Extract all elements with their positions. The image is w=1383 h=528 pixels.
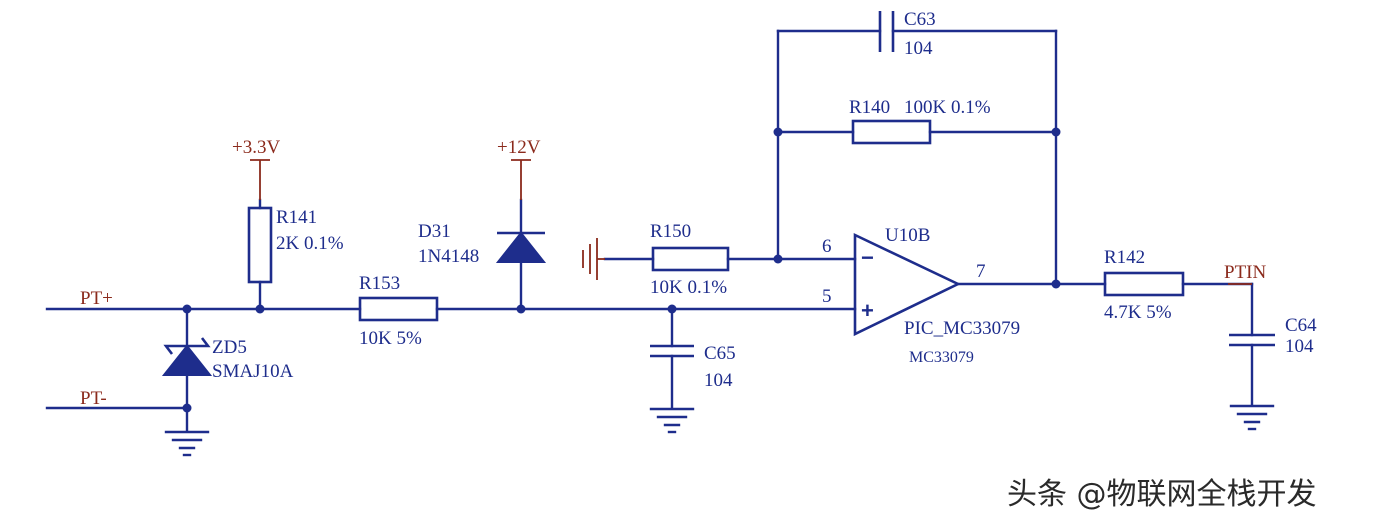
r140-value: 100K 0.1%: [904, 97, 991, 118]
c64-value: 104: [1285, 336, 1314, 357]
resistor-r153: R153 10K 5%: [358, 273, 439, 349]
net-ptin: PTIN: [1224, 262, 1267, 283]
zd5-ref: ZD5: [212, 337, 247, 358]
r150-value: 10K 0.1%: [650, 277, 727, 298]
net-12v: +12V: [497, 137, 541, 158]
resistor-r142: R142 4.7K 5%: [1103, 247, 1185, 323]
u10b-ref: U10B: [885, 225, 930, 246]
noninverting-input-sign: +: [861, 298, 874, 323]
c64-ref: C64: [1285, 315, 1317, 336]
capacitor-c64: C64 104: [1229, 315, 1317, 357]
r142-value: 4.7K 5%: [1104, 302, 1172, 323]
ground-c65: [649, 407, 695, 434]
r140-ref: R140: [849, 97, 890, 118]
c65-ref: C65: [704, 343, 736, 364]
capacitor-c63: C63 104: [878, 9, 936, 59]
diode-d31: D31 1N4148: [418, 221, 547, 267]
ground-r150: [582, 238, 605, 280]
wires: [45, 29, 1254, 432]
capacitor-c65: C65 104: [650, 343, 736, 391]
c63-ref: C63: [904, 9, 936, 30]
d31-ref: D31: [418, 221, 451, 242]
r150-ref: R150: [650, 221, 691, 242]
r153-ref: R153: [359, 273, 400, 294]
r142-ref: R142: [1104, 247, 1145, 268]
net-pt-minus: PT-: [80, 388, 107, 409]
d31-value: 1N4148: [418, 246, 479, 267]
opamp-u10b: − + U10B PIC_MC33079 MC33079 6 5 7: [822, 225, 1020, 366]
power-wires: [250, 159, 1252, 285]
pin-7-label: 7: [976, 261, 986, 282]
pin-6-label: 6: [822, 236, 832, 257]
inverting-input-sign: −: [861, 245, 874, 270]
zd5-value: SMAJ10A: [212, 361, 294, 382]
watermark: 头条 @物联网全栈开发: [1007, 477, 1317, 512]
junction-dots: [182, 127, 1061, 413]
c65-value: 104: [704, 370, 733, 391]
tvs-diode-zd5: ZD5 SMAJ10A: [161, 337, 294, 382]
net-pt-plus: PT+: [80, 288, 113, 309]
resistor-r141: R141 2K 0.1%: [247, 206, 344, 284]
ground-zd5: [164, 430, 210, 457]
net-3v3: +3.3V: [232, 137, 280, 158]
ground-c64: [1229, 404, 1275, 431]
resistor-r140: R140 100K 0.1%: [849, 97, 991, 145]
pin-5-label: 5: [822, 286, 832, 307]
resistor-r150: R150 10K 0.1%: [650, 221, 730, 298]
r141-value: 2K 0.1%: [276, 233, 344, 254]
r153-value: 10K 5%: [359, 328, 422, 349]
u10b-value: MC33079: [909, 349, 974, 366]
r141-ref: R141: [276, 207, 317, 228]
u10b-part: PIC_MC33079: [904, 318, 1020, 339]
c63-value: 104: [904, 38, 933, 59]
